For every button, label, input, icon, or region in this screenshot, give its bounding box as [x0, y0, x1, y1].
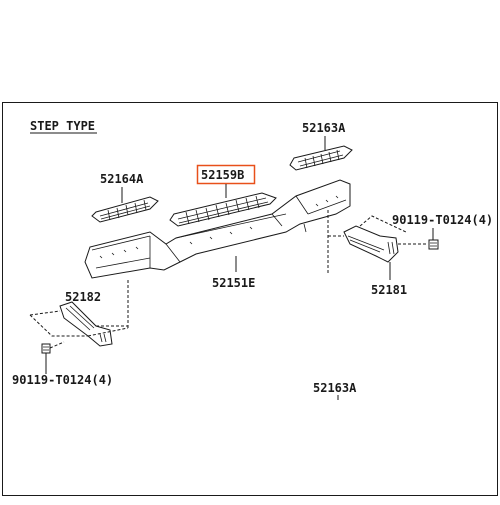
- step-pad-52159b[interactable]: [169, 192, 277, 227]
- diagram-border: [2, 102, 498, 496]
- label-52164a: 52164A: [100, 172, 144, 186]
- step-pad-52164a[interactable]: [91, 196, 159, 223]
- label-52163a-bottom: 52163A: [313, 381, 357, 395]
- dashed-guide-bolt-left: [49, 341, 65, 349]
- label-bolt-right: 90119-T0124(4): [392, 213, 493, 227]
- dashed-guide-52181: [327, 210, 428, 274]
- bracket-52181[interactable]: [343, 225, 399, 263]
- bracket-52182[interactable]: [59, 301, 113, 347]
- highlight-box-52159b: [196, 164, 256, 185]
- dashed-guide-52182: [29, 280, 129, 337]
- label-52151e: 52151E: [212, 276, 255, 290]
- label-52163a: 52163A: [302, 121, 346, 135]
- label-bolt-left: 90119-T0124(4): [12, 373, 113, 387]
- rear-bumper-52151e[interactable]: [84, 179, 351, 279]
- label-52181: 52181: [371, 283, 407, 297]
- label-52182: 52182: [65, 290, 101, 304]
- label-52159b: 52159B: [201, 168, 244, 182]
- step-pad-52163a[interactable]: [289, 145, 353, 171]
- bolt-left[interactable]: [41, 343, 51, 362]
- step-type-heading: STEP TYPE: [30, 119, 95, 133]
